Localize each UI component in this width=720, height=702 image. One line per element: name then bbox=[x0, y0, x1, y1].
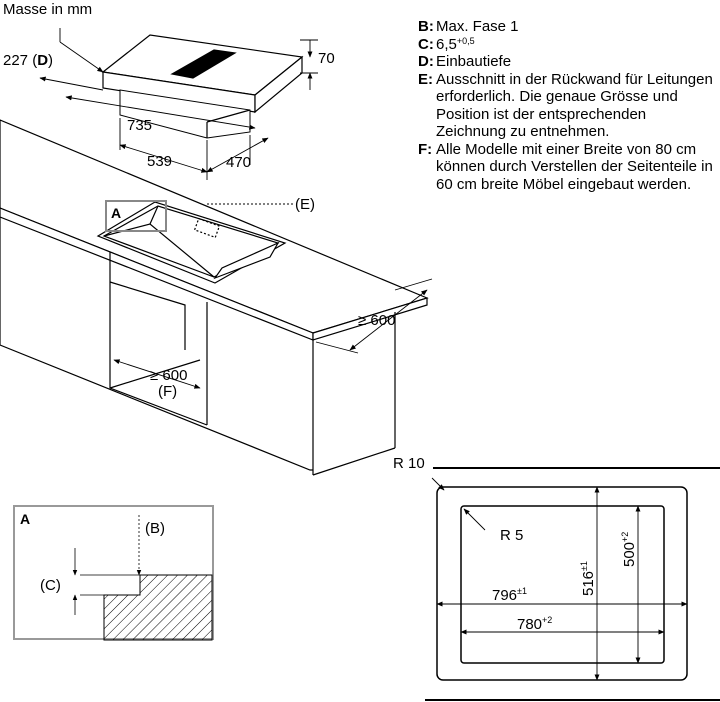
detail-a-callout bbox=[105, 200, 167, 232]
width-dimension-label: 735 bbox=[127, 117, 152, 134]
kitchen-unit-illustration bbox=[0, 119, 429, 476]
outer-radius-label: R 10 bbox=[393, 455, 425, 472]
legend-item-b: B: Max. Fase 1 bbox=[418, 18, 519, 35]
f-min-dimension bbox=[113, 359, 201, 389]
depth-dimension-label: 227 (D) bbox=[3, 52, 53, 69]
legend-item-c: C: 6,5+0,5 bbox=[418, 35, 475, 53]
legend-item-e: E: Ausschnitt in der Rückwand für Leitun… bbox=[418, 70, 713, 141]
legend-item-f: F: Alle Modelle mit einer Breite von 80 … bbox=[418, 140, 713, 193]
e-reference-label: (E) bbox=[295, 196, 315, 213]
hob-dimensions bbox=[39, 28, 318, 180]
units-title: Masse in mm bbox=[3, 1, 93, 18]
depth-470-label: 470 bbox=[226, 154, 251, 171]
height-dimension-label: 70 bbox=[318, 50, 335, 67]
outer-height-label: 516±1 bbox=[579, 561, 597, 596]
b-reference-label: (B) bbox=[145, 520, 165, 537]
f-reference-label: (F) bbox=[158, 383, 177, 400]
f-min-label: ≥ 600 bbox=[150, 367, 187, 384]
detail-a-callout-label: A bbox=[111, 205, 121, 221]
cutout-width-label: 539 bbox=[147, 153, 172, 170]
detail-a-panel: A (B) (C) bbox=[13, 505, 214, 641]
detail-a-label: A bbox=[20, 511, 30, 527]
c-reference-label: (C) bbox=[40, 577, 61, 594]
rear-min-dimension bbox=[315, 278, 433, 354]
inner-radius-label: R 5 bbox=[500, 527, 523, 544]
legend-item-d: D: Einbautiefe bbox=[418, 53, 512, 70]
outer-width-label: 796±1 bbox=[492, 586, 527, 604]
inner-width-label: 780+2 bbox=[517, 615, 552, 633]
rear-min-label: ≥ 600 bbox=[358, 312, 395, 329]
cutout-drawing bbox=[425, 467, 720, 701]
legend: B: Max. Fase 1 C: 6,5+0,5 D: Einbautiefe… bbox=[418, 18, 718, 193]
inner-height-label: 500+2 bbox=[620, 532, 638, 567]
